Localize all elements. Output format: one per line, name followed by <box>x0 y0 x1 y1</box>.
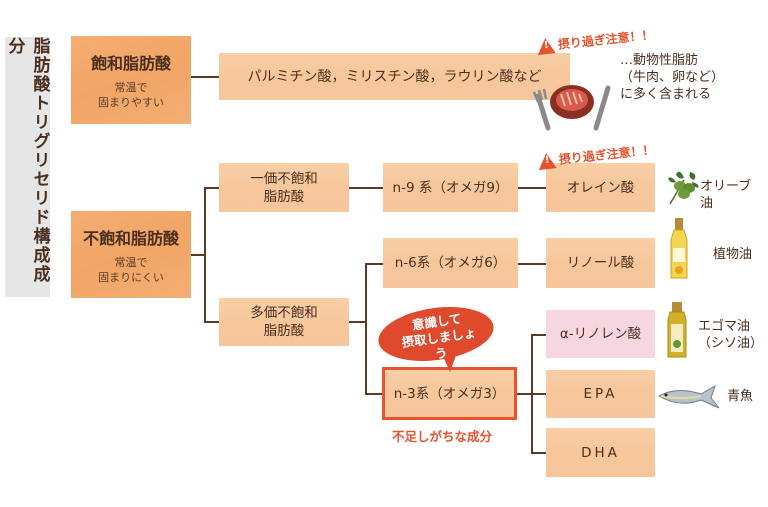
mono-line1: 一価不飽和 <box>250 170 318 187</box>
connector <box>349 187 383 189</box>
connector <box>365 263 383 265</box>
connector <box>191 76 219 78</box>
speech-bubble-shape <box>378 307 494 372</box>
n9-box: n-9 系（オメガ9） <box>383 163 518 212</box>
warning-icon <box>536 36 556 55</box>
source-line: オリーブ <box>700 179 752 194</box>
n3-box: n-3系（オメガ3） <box>382 367 517 420</box>
n6-label: n-6系（オメガ6） <box>394 255 507 271</box>
oleic-label: オレイン酸 <box>566 179 635 196</box>
connector <box>191 254 205 256</box>
connector <box>531 452 546 454</box>
n3-caption: 不足しがちな成分 <box>392 429 493 444</box>
saturated-examples-box: パルミチン酸，ミリスチン酸，ラウリン酸など <box>219 53 570 100</box>
connector <box>365 263 367 394</box>
unsaturated-fat-title: 不飽和脂肪酸 <box>82 228 179 248</box>
connector <box>204 187 206 322</box>
olive-icon <box>668 171 699 205</box>
poly-unsaturated-box: 多価不飽和 脂肪酸 <box>219 298 349 346</box>
connector <box>349 321 366 323</box>
connector <box>365 393 382 395</box>
epa-box: EPA <box>546 370 655 418</box>
n6-box: n-6系（オメガ6） <box>383 238 518 288</box>
saturated-note: …動物性脂肪 （牛肉、卵など） に多く含まれる <box>620 52 724 103</box>
mono-unsaturated-box: 一価不飽和 脂肪酸 <box>219 163 349 212</box>
source-line: 油 <box>700 196 714 211</box>
epa-label: EPA <box>583 386 618 402</box>
saturated-fat-title: 飽和脂肪酸 <box>90 54 171 73</box>
poly-line2: 脂肪酸 <box>263 323 305 339</box>
side-label: 脂肪酸トリグリセリド構成成分 <box>5 37 50 297</box>
desc-line: 常温で <box>114 81 148 94</box>
fish-icon <box>657 384 720 409</box>
desc-line: 常温で <box>114 255 148 269</box>
alpha-linolenic-box: α-リノレン酸 <box>546 310 655 358</box>
n9-label: n-9 系（オメガ9） <box>392 179 509 196</box>
desc-line: 固まりやすい <box>98 96 164 109</box>
note-line: （牛肉、卵など） <box>620 70 725 85</box>
note-line: に多く含まれる <box>620 87 712 102</box>
desc-line: 固まりにくい <box>98 270 164 284</box>
oleic-acid-box: オレイン酸 <box>546 163 655 212</box>
source-line: エゴマ油 <box>698 319 751 334</box>
linoleic-label: リノール酸 <box>566 255 635 271</box>
mono-line2: 脂肪酸 <box>263 188 305 205</box>
dha-label: DHA <box>581 444 620 461</box>
vegetable-oil-bottle-icon <box>670 218 688 279</box>
connector <box>531 334 546 336</box>
connector <box>518 263 546 265</box>
source-line: （シソ油） <box>698 336 764 351</box>
saturated-warning: 摂り過ぎ注意！！ <box>536 26 654 55</box>
alpha-label: α-リノレン酸 <box>559 326 642 342</box>
connector <box>204 321 219 323</box>
n3-label: n-3系（オメガ3） <box>393 385 506 402</box>
fish-label: 青魚 <box>727 389 754 404</box>
egoma-oil-bottle-icon <box>667 302 687 358</box>
dha-box: DHA <box>546 428 655 477</box>
unsaturated-fat-box: 不飽和脂肪酸 常温で固まりにくい <box>71 211 191 298</box>
olive-oil-label: オリーブ 油 <box>700 178 751 212</box>
note-line: …動物性脂肪 <box>620 53 699 68</box>
connector <box>518 187 546 189</box>
saturated-fat-box: 飽和脂肪酸 常温で固まりやすい <box>71 36 191 124</box>
warning-icon <box>537 151 557 170</box>
steak-icon <box>532 85 611 131</box>
warning-text: 摂り過ぎ注意！！ <box>557 27 655 52</box>
poly-line1: 多価不飽和 <box>250 305 318 321</box>
linoleic-acid-box: リノール酸 <box>546 238 655 288</box>
connector <box>531 334 533 453</box>
saturated-fat-desc: 常温で固まりやすい <box>98 80 164 110</box>
vegetable-oil-label: 植物油 <box>713 247 753 262</box>
saturated-examples-text: パルミチン酸，ミリスチン酸，ラウリン酸など <box>247 68 542 85</box>
egoma-oil-label: エゴマ油 （シソ油） <box>698 318 763 352</box>
connector <box>204 187 219 189</box>
unsaturated-fat-desc: 常温で固まりにくい <box>98 255 164 285</box>
